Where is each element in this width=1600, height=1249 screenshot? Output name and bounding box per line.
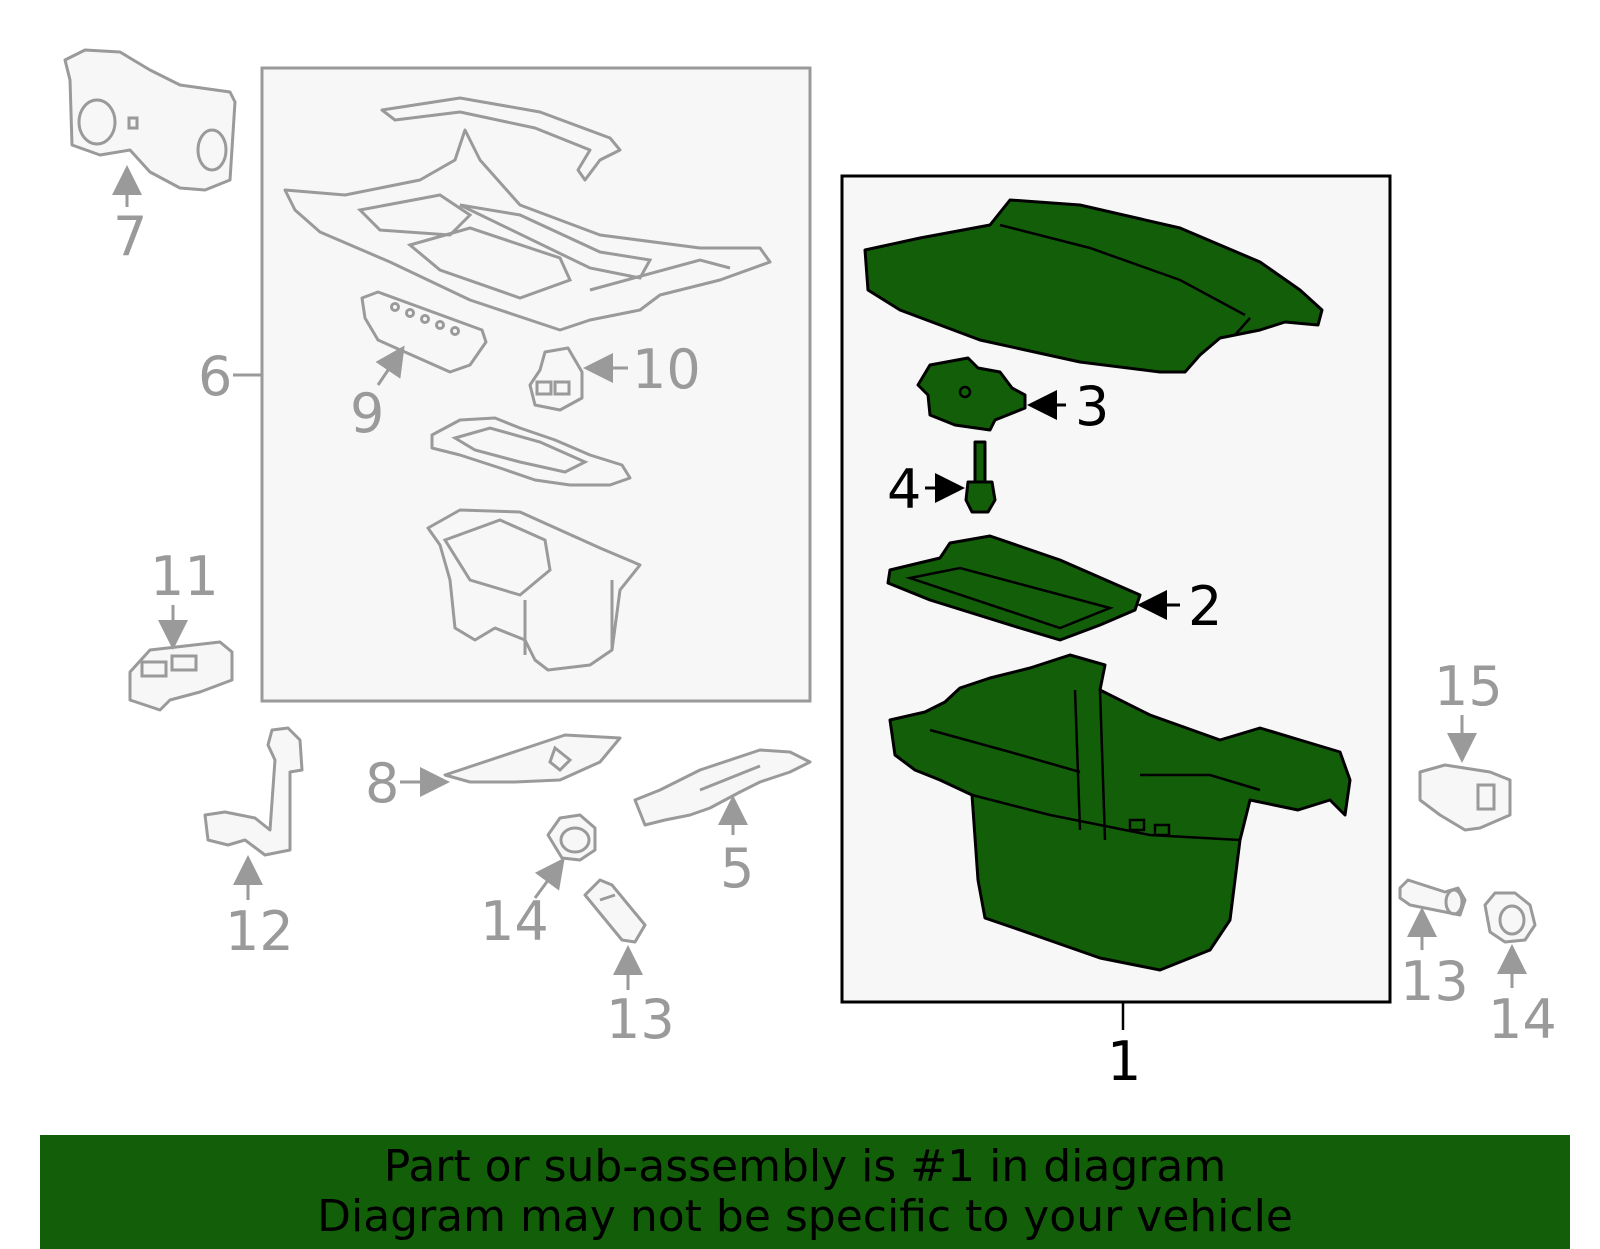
callout-1[interactable]: 1	[1107, 1030, 1141, 1093]
part-4-pin	[964, 440, 997, 514]
part-9-switch-bank	[360, 290, 488, 374]
callout-15: 15	[1434, 655, 1503, 718]
callout-13a: 13	[606, 988, 675, 1051]
callout-7: 7	[113, 205, 147, 268]
part-15-switch	[1418, 763, 1512, 832]
callout-12: 12	[225, 900, 294, 963]
callout-14b: 14	[1488, 988, 1557, 1051]
callout-5: 5	[720, 837, 754, 900]
callout-13b: 13	[1400, 950, 1469, 1013]
banner-line-2: Diagram may not be specific to your vehi…	[317, 1191, 1293, 1242]
callout-9: 9	[350, 382, 384, 445]
part-6-trim-strip	[380, 96, 622, 182]
part-1-armrest-lid	[863, 198, 1324, 374]
part-12-bracket	[203, 726, 304, 857]
part-2-mat	[886, 534, 1142, 642]
callout-14a: 14	[480, 890, 549, 953]
callout-6: 6	[198, 345, 232, 408]
callout-4[interactable]: 4	[887, 458, 921, 521]
part-6-gasket	[430, 416, 632, 487]
part-13-bushing-right	[1398, 878, 1467, 917]
part-6-cup-insert	[426, 508, 642, 672]
part-14-clip-right	[1483, 891, 1537, 944]
callout-11: 11	[150, 545, 219, 608]
part-3-latch	[916, 356, 1027, 432]
part-7-cup-holder	[63, 48, 237, 192]
banner-line-1: Part or sub-assembly is #1 in diagram	[383, 1141, 1227, 1192]
part-13-bushing-center	[583, 878, 647, 944]
part-11-switch	[128, 640, 234, 712]
part-8-trim	[443, 733, 622, 784]
part-1-storage-bin	[888, 653, 1352, 972]
part-5-bracket	[633, 748, 812, 827]
part-6-console-plate	[283, 128, 772, 332]
callout-10: 10	[632, 338, 701, 401]
callout-8: 8	[365, 752, 399, 815]
part-14-clip-center	[546, 813, 597, 862]
callout-2[interactable]: 2	[1188, 575, 1222, 638]
callout-3[interactable]: 3	[1075, 375, 1109, 438]
part-10-switch	[528, 346, 584, 412]
notice-banner: Part or sub-assembly is #1 in diagram Di…	[40, 1135, 1570, 1249]
